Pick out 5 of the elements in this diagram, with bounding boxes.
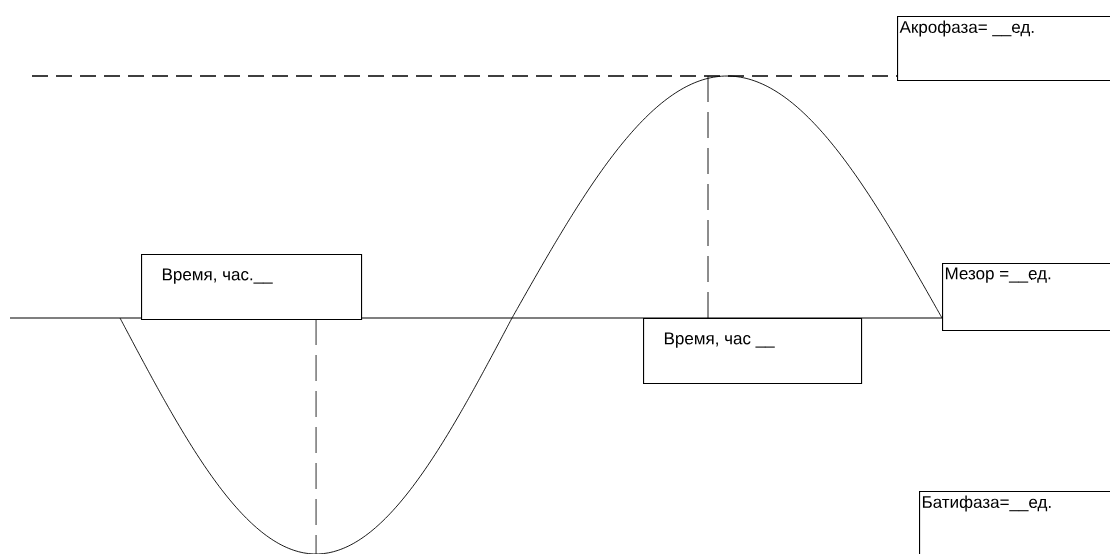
label-box: Батифаза=__ед. (919, 491, 1110, 554)
label-box: Время, час __ (643, 318, 863, 385)
label-box: Время, час.__ (141, 254, 363, 321)
label-box: Мезор =__ед. (942, 263, 1110, 332)
label-box: Акрофаза= __ед. (897, 16, 1110, 82)
